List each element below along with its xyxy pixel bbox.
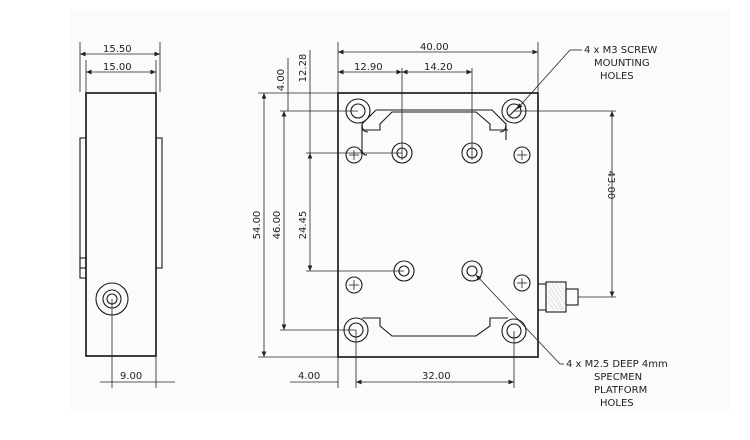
knurled-knob <box>537 281 579 313</box>
dim-bottom-span: 32.00 <box>422 371 451 382</box>
note-mounting-line2: MOUNTING <box>594 58 650 69</box>
callout-platform-holes: 4 x M2.5 DEEP 4mm SPECMEN PLATFORM HOLES <box>475 274 668 409</box>
dim-top-offset: 12.28 <box>298 54 309 83</box>
dim-col-offset: 12.90 <box>354 62 383 73</box>
note-mounting-line3: HOLES <box>600 71 634 82</box>
dim-total-height: 54.00 <box>252 211 263 240</box>
lower-platform-edge <box>362 317 508 337</box>
plate-outline <box>337 92 539 358</box>
side-rail-right <box>155 137 163 269</box>
side-view: 15.50 15.00 9.00 <box>79 42 175 388</box>
dim-edge-to-hole: 4.00 <box>276 69 287 91</box>
drawing-sheet <box>70 10 730 412</box>
note-platform-line3: PLATFORM <box>594 385 647 396</box>
screw-right-lower <box>513 274 531 292</box>
note-mounting-line1: 4 x M3 SCREW <box>584 45 657 56</box>
dim-right-height: 43.00 <box>605 171 616 200</box>
screw-left-upper <box>345 146 363 164</box>
dim-inner-height: 46.00 <box>272 211 283 240</box>
callout-mounting-holes: 4 x M3 SCREW MOUNTING HOLES <box>516 45 657 110</box>
top-view: 40.00 12.90 14.20 4.00 12.28 24.45 46.00… <box>252 42 616 388</box>
screw-left-lower <box>345 276 363 294</box>
dim-body-width: 15.00 <box>103 62 132 73</box>
note-platform-line4: HOLES <box>600 398 634 409</box>
dim-total-width: 15.50 <box>103 44 132 55</box>
note-platform-line1: 4 x M2.5 DEEP 4mm <box>566 359 668 370</box>
dim-hole-offset: 9.00 <box>120 371 142 382</box>
dim-bottom-left: 4.00 <box>298 371 320 382</box>
dim-col-spacing: 14.20 <box>424 62 453 73</box>
side-rail-left <box>79 137 87 269</box>
dim-row-spacing: 24.45 <box>298 211 309 240</box>
screw-right-upper <box>513 146 531 164</box>
upper-platform-edge <box>362 111 508 131</box>
note-platform-line2: SPECMEN <box>594 372 642 383</box>
dim-plate-width: 40.00 <box>420 42 449 53</box>
platform-hole-bottom-right <box>461 260 483 282</box>
